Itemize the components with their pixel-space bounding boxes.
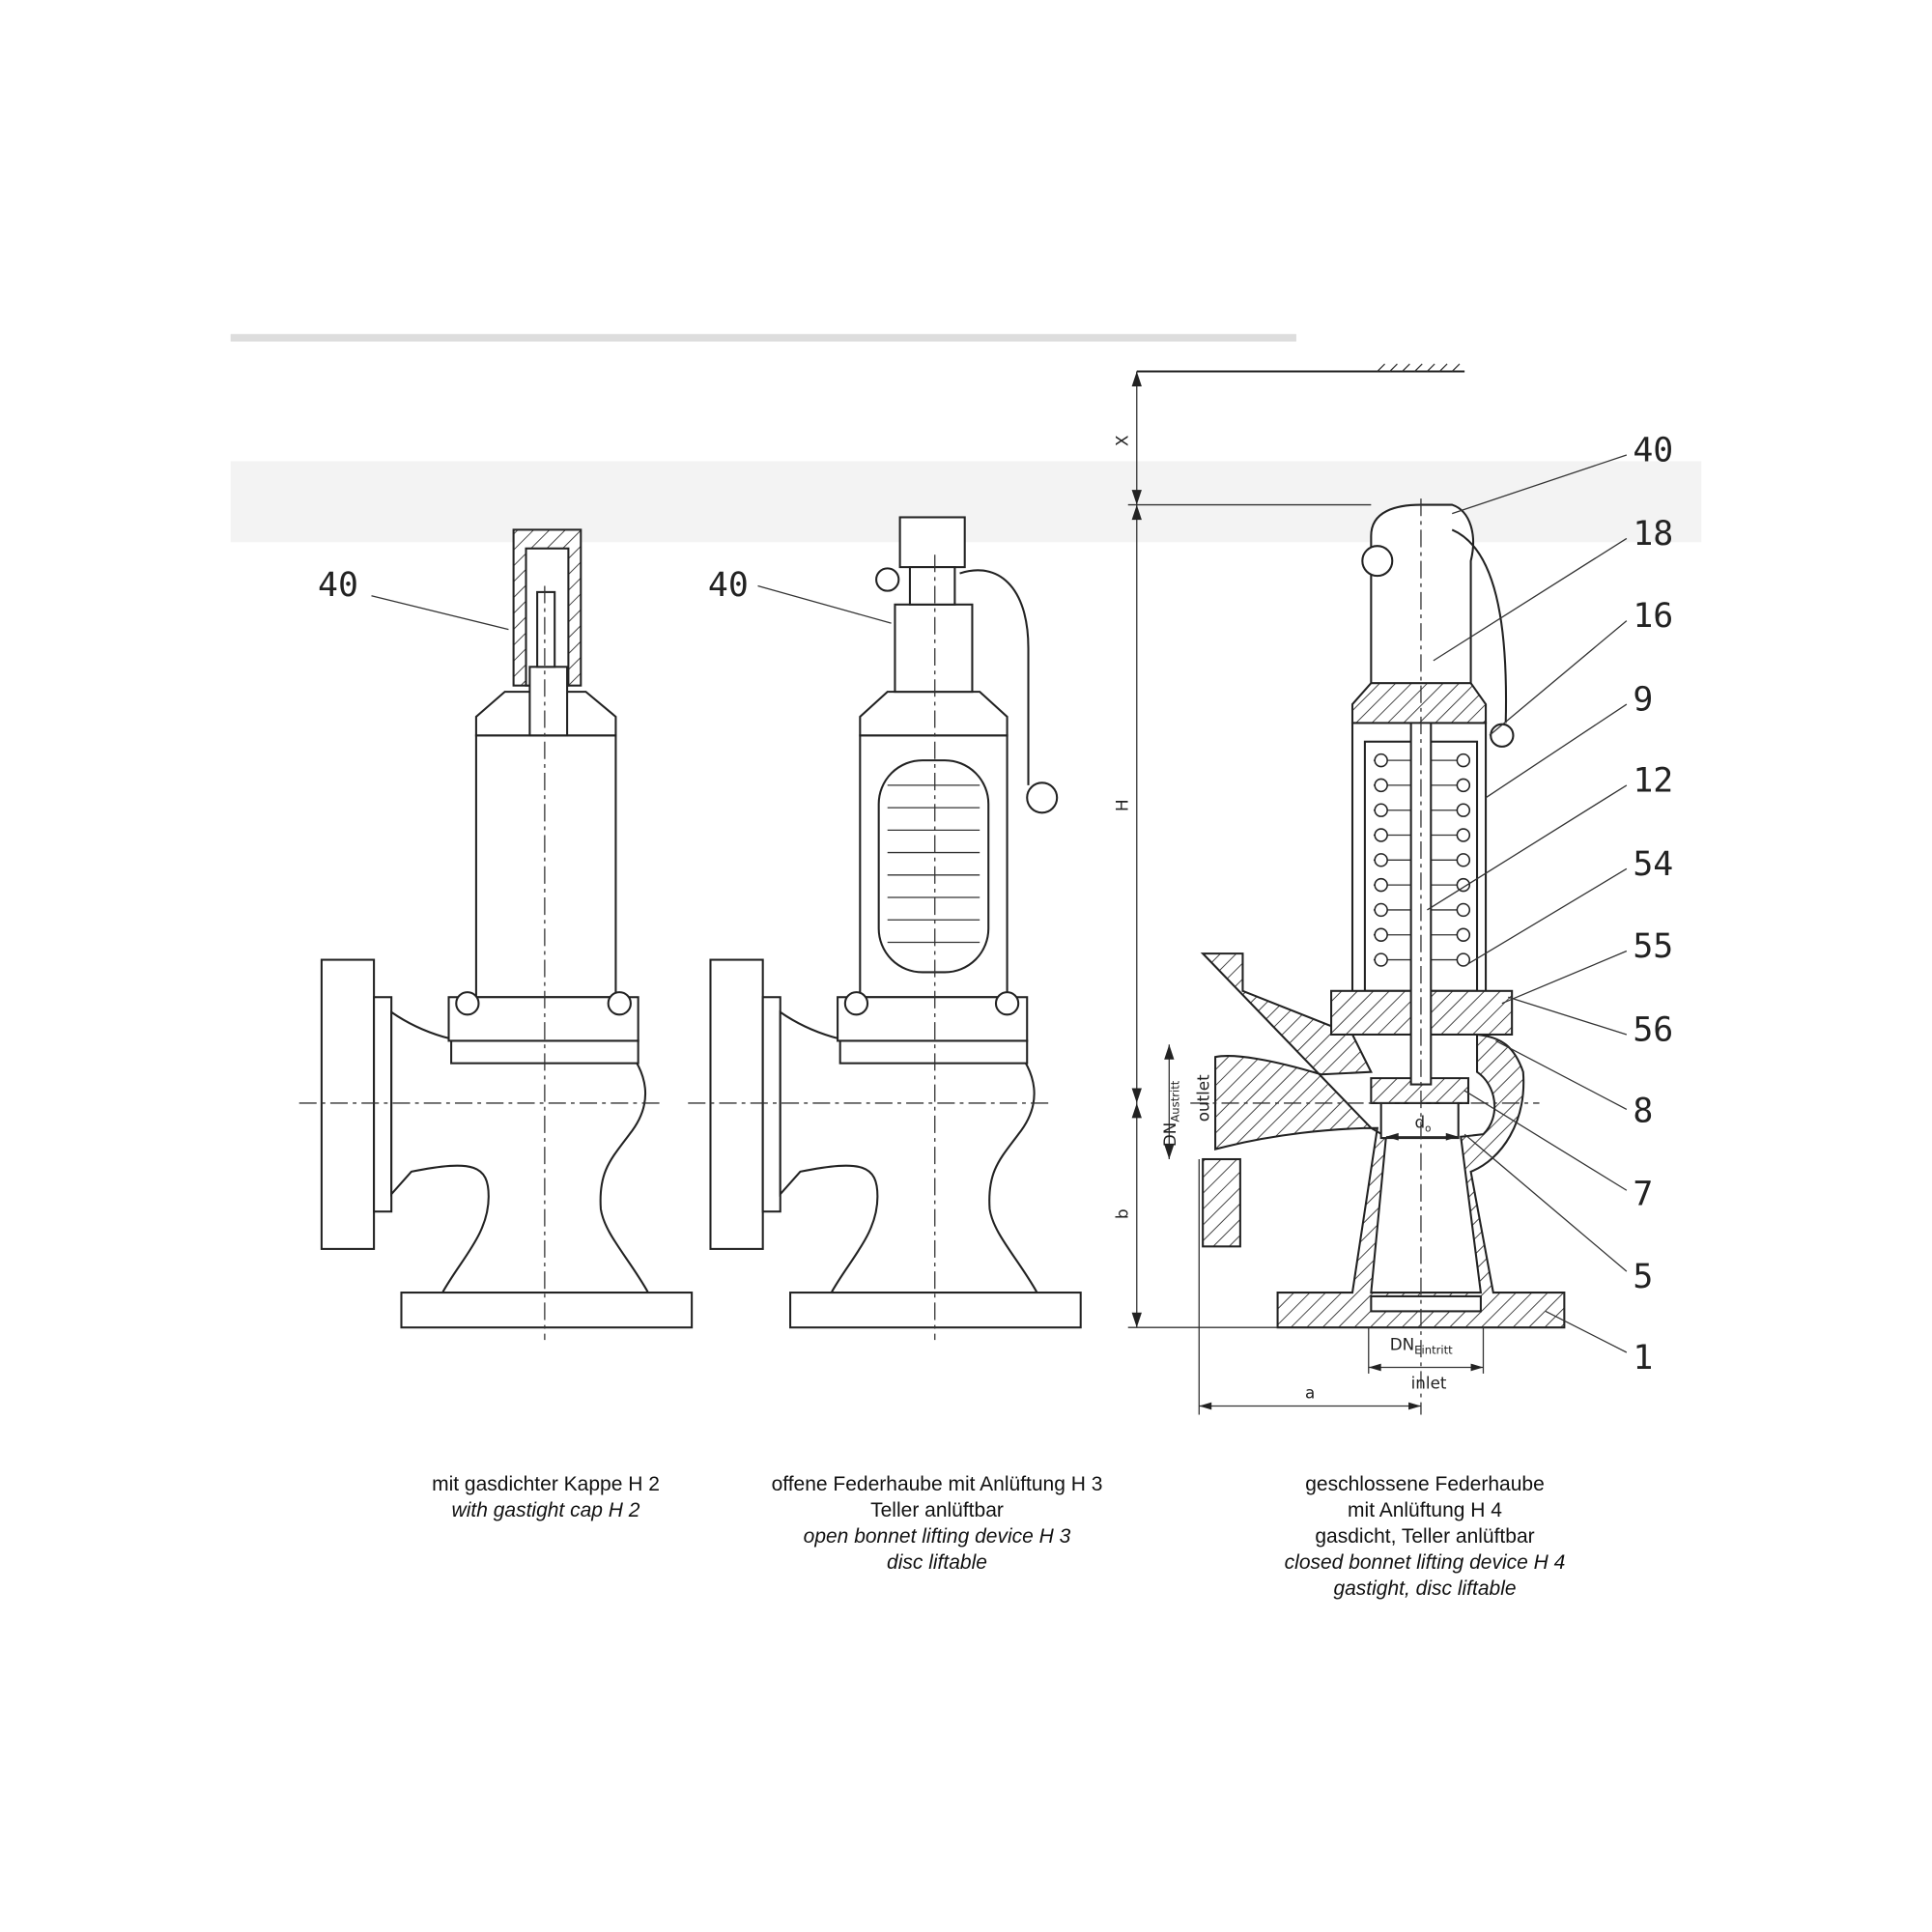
caption-h4: geschlossene Federhaube mit Anlüftung H … — [1284, 1473, 1566, 1600]
callout-54: 54 — [1633, 845, 1673, 884]
dn-outlet-label: DNAustritt outlet — [1160, 1074, 1213, 1147]
callout-40: 40 — [708, 566, 749, 605]
dimension-b-label: b — [1113, 1208, 1132, 1219]
callout-7: 7 — [1633, 1176, 1653, 1214]
callout-5: 5 — [1633, 1258, 1653, 1296]
valve-h4-closed-bonnet-section: X H b DNAustritt outlet do DNEintritt in… — [1113, 363, 1673, 1415]
callout-55: 55 — [1633, 927, 1673, 966]
dn-inlet-label: DNEintritt — [1390, 1334, 1453, 1356]
valve-h3-open-bonnet: 40 — [687, 516, 1082, 1341]
spring-coils — [1374, 753, 1471, 967]
valve-h2-gastight-cap: 40 — [298, 528, 694, 1341]
callout-40: 40 — [1633, 431, 1673, 469]
callout-9: 9 — [1633, 680, 1653, 719]
dimension-h-label: H — [1113, 799, 1132, 811]
dn-outlet-en-label: outlet — [1194, 1074, 1213, 1122]
caption-h3: offene Federhaube mit Anlüftung H 3 Tell… — [771, 1473, 1103, 1574]
dn-inlet-en-label: inlet — [1411, 1373, 1447, 1392]
callout-56: 56 — [1633, 1010, 1673, 1049]
caption-h2: mit gasdichter Kappe H 2 with gastight c… — [432, 1473, 660, 1521]
callout-12: 12 — [1633, 761, 1673, 800]
svg-text:DNAustritt: DNAustritt — [1160, 1080, 1182, 1147]
callout-16: 16 — [1633, 597, 1673, 636]
dimension-a-label: a — [1305, 1383, 1315, 1403]
callout-18: 18 — [1633, 515, 1673, 554]
callout-1: 1 — [1633, 1339, 1653, 1378]
d0-label: do — [1415, 1113, 1432, 1135]
dimension-x-label: X — [1113, 435, 1132, 445]
part-callouts: 40 18 16 9 12 54 55 56 8 7 5 1 — [1633, 431, 1673, 1377]
callout-8: 8 — [1633, 1092, 1653, 1130]
callout-40: 40 — [318, 566, 358, 605]
